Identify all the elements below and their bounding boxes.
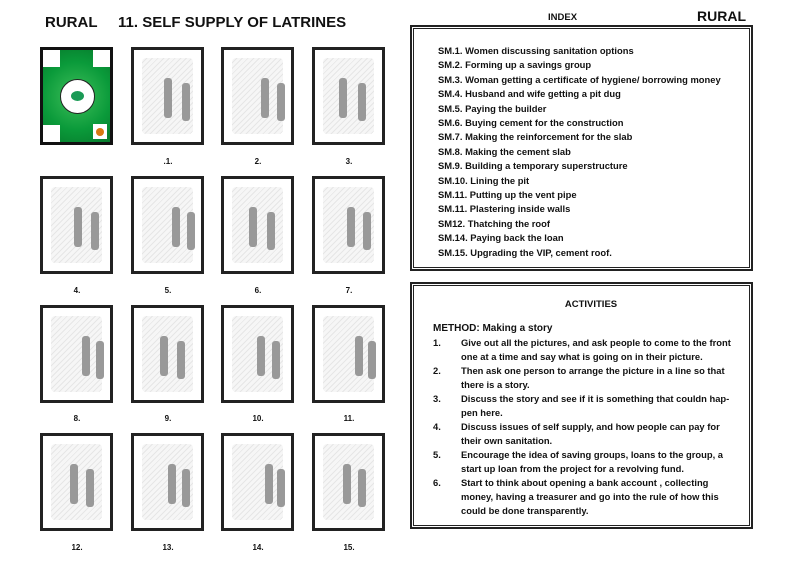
card-number: 11. — [343, 414, 355, 423]
activity-step: 4. Discuss issues of self supply, and how… — [433, 420, 735, 448]
step-text: Encourage the idea of saving groups, loa… — [461, 449, 724, 474]
page-title: 11. SELF SUPPLY OF LATRINES — [118, 14, 347, 31]
index-heading: INDEX — [548, 12, 578, 23]
card-number: 15. — [343, 543, 355, 552]
illustration — [142, 316, 193, 392]
step-number: 2. — [433, 365, 441, 376]
picture-card — [221, 176, 294, 274]
picture-card — [40, 176, 113, 274]
picture-card — [312, 47, 385, 145]
activity-step: 6. Start to think about opening a bank ac… — [433, 476, 735, 518]
picture-card — [40, 433, 113, 531]
picture-card — [221, 433, 294, 531]
index-item: SM.2. Forming up a savings group — [438, 59, 592, 71]
illustration — [232, 316, 283, 392]
illustration — [323, 316, 376, 392]
step-text: Discuss issues of self supply, and how p… — [461, 421, 720, 446]
picture-card — [221, 305, 294, 403]
illustration — [232, 444, 285, 520]
map-emblem-icon — [60, 79, 95, 114]
index-item: SM.9. Building a temporary superstructur… — [438, 160, 628, 172]
cover-card — [40, 47, 113, 145]
card-number: 14. — [252, 543, 264, 552]
card-number: 9. — [164, 414, 172, 423]
picture-card — [221, 47, 294, 145]
card-number: 3. — [345, 157, 353, 166]
index-item: SM.1. Women discussing sanitation option… — [438, 45, 634, 56]
illustration — [142, 58, 193, 134]
step-number: 5. — [433, 449, 441, 460]
illustration — [323, 58, 374, 134]
index-item: SM.10. Lining the pit — [438, 174, 530, 186]
step-text: Start to think about opening a bank acco… — [461, 477, 719, 516]
rural-label-right: RURAL — [697, 8, 746, 24]
illustration — [323, 187, 374, 263]
picture-card — [312, 433, 385, 531]
index-item: SM.3. Woman getting a certificate of hyg… — [438, 73, 721, 85]
step-text: Then ask one person to arrange the pictu… — [461, 365, 725, 390]
index-item: SM.11. Plastering inside walls — [438, 203, 571, 215]
picture-card — [131, 176, 204, 274]
card-number: 12. — [71, 543, 83, 552]
step-number: 4. — [433, 421, 441, 432]
card-number: 6. — [254, 286, 262, 295]
index-item: SM.8. Making the cement slab — [438, 145, 571, 157]
card-number: 10. — [252, 414, 264, 423]
picture-card — [131, 47, 204, 145]
method-heading: METHOD: Making a story — [433, 323, 553, 334]
picture-card — [312, 176, 385, 274]
index-item: SM.14. Paying back the loan — [438, 232, 564, 244]
picture-card — [131, 305, 204, 403]
activities-heading: ACTIVITIES — [564, 299, 618, 310]
picture-card — [131, 433, 204, 531]
illustration — [142, 187, 195, 263]
card-number: 2. — [254, 157, 262, 166]
picture-card — [312, 305, 385, 403]
card-number: .1. — [163, 157, 173, 166]
index-item: SM.4. Husband and wife getting a pit dug — [438, 88, 621, 100]
activity-step: 2. Then ask one person to arrange the pic… — [433, 364, 735, 392]
illustration — [51, 316, 104, 392]
index-item: SM.15. Upgrading the VIP, cement roof. — [438, 246, 612, 258]
illustration — [51, 444, 102, 520]
illustration — [323, 444, 374, 520]
card-number: 13. — [162, 543, 174, 552]
step-number: 6. — [433, 477, 441, 488]
index-item: SM.6. Buying cement for the construction — [438, 117, 624, 129]
activity-step: 1. Give out all the pictures, and ask peo… — [433, 336, 735, 364]
index-item: SM12. Thatching the roof — [438, 217, 550, 229]
rural-label: RURAL — [45, 14, 98, 31]
step-number: 1. — [433, 337, 441, 348]
card-number: 5. — [164, 286, 172, 295]
card-number: 8. — [73, 414, 81, 423]
step-text: Discuss the story and see if it is somet… — [461, 393, 730, 418]
activities-box: ACTIVITIES METHOD: Making a story 1. Give… — [410, 282, 753, 529]
index-item: SM.11. Putting up the vent pipe — [438, 189, 577, 201]
activity-step: 3. Discuss the story and see if it is som… — [433, 392, 735, 420]
illustration — [232, 58, 285, 134]
step-text: Give out all the pictures, and ask peopl… — [461, 337, 731, 362]
picture-card — [40, 305, 113, 403]
index-box: SM.1. Women discussing sanitation option… — [410, 25, 753, 271]
illustration — [232, 187, 283, 263]
illustration — [51, 187, 102, 263]
illustration — [142, 444, 193, 520]
step-number: 3. — [433, 393, 441, 404]
index-item: SM.5. Paying the builder — [438, 102, 547, 114]
card-number: 4. — [73, 286, 81, 295]
index-item: SM.7. Making the reinforcement for the s… — [438, 131, 633, 143]
logo-icon — [93, 124, 107, 139]
activity-step: 5. Encourage the idea of saving groups, l… — [433, 448, 735, 476]
card-number: 7. — [345, 286, 353, 295]
